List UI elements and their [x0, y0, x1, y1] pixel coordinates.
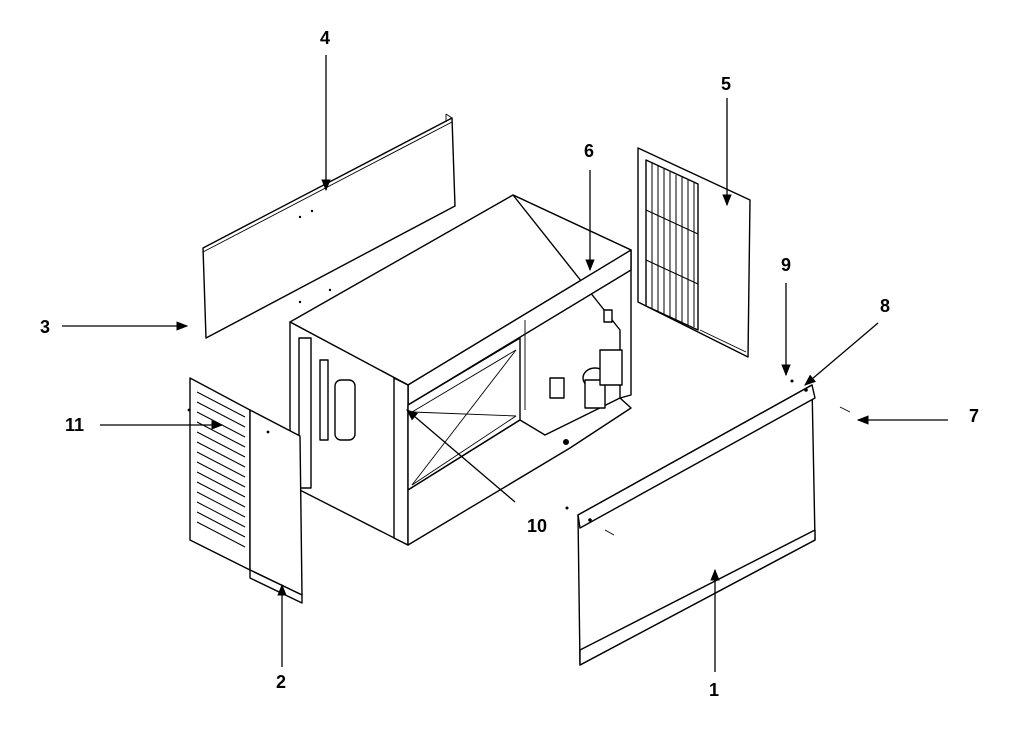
callout-3: 3: [40, 317, 50, 337]
louver-11: [196, 391, 246, 548]
callout-7: 7: [969, 406, 979, 426]
callout-10: 10: [527, 516, 547, 536]
cabinet-6-main-unit: [289, 194, 632, 546]
callout-9: 9: [781, 255, 791, 275]
callout-6: 6: [584, 141, 594, 161]
callout-8: 8: [880, 296, 890, 316]
callout-5: 5: [721, 74, 731, 94]
panel-2-left-side: [187, 377, 303, 604]
leader-lines: [62, 55, 948, 672]
callout-1: 1: [709, 680, 719, 700]
callout-labels: 1 2 3 4 5 6 7 8 9 10 11: [40, 28, 979, 700]
fastener-7-screw: [839, 406, 851, 413]
callout-11: 11: [65, 415, 84, 435]
fastener-9: [790, 379, 794, 383]
panel-1-front: [577, 384, 816, 666]
callout-2: 2: [276, 672, 286, 692]
panel-5-right-side: [637, 147, 751, 358]
callout-4: 4: [320, 28, 330, 48]
